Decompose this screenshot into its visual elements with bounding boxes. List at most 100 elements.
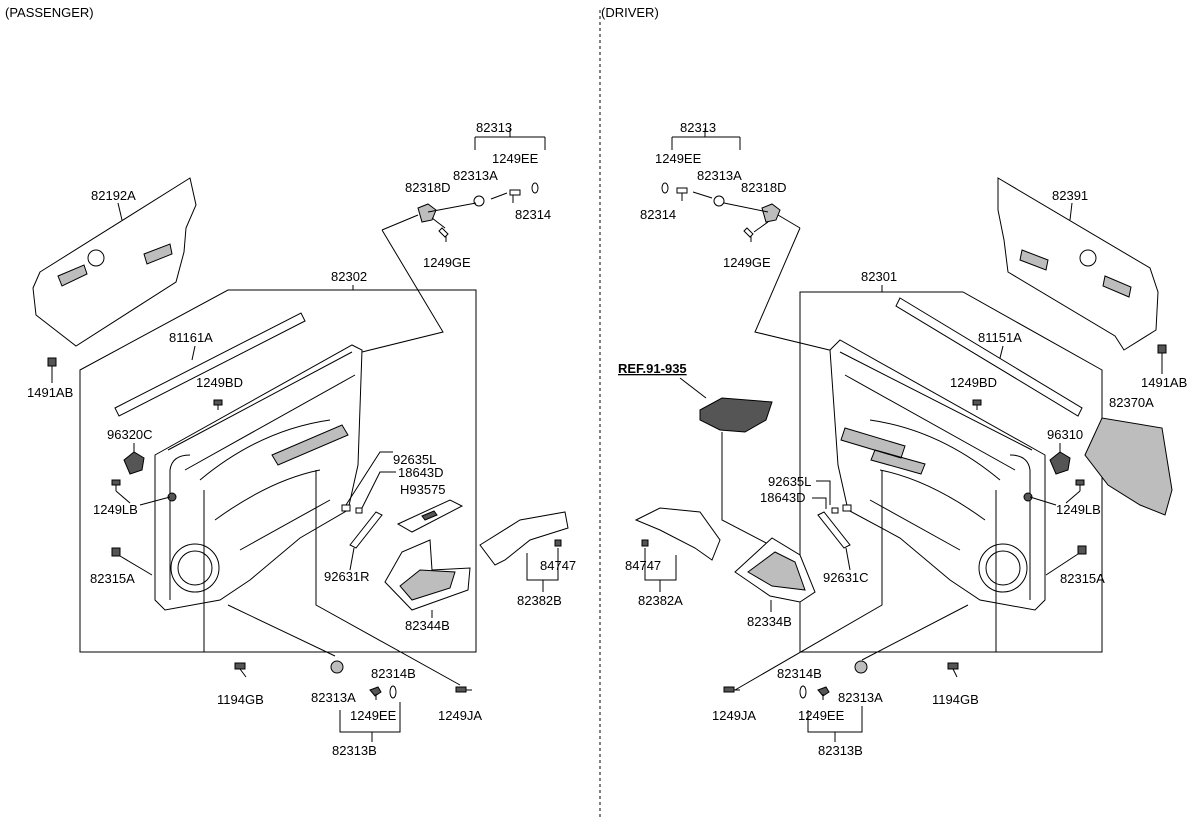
panel-82391-cutout-a <box>1019 249 1049 271</box>
door-trim-panel-82302 <box>154 344 363 611</box>
label-81151A: 81151A <box>978 330 1022 345</box>
bracket-82313-top-driver <box>671 128 741 150</box>
leader-1249LB <box>115 490 171 506</box>
label-96320C: 96320C <box>107 427 153 442</box>
lamp-lens-92631C <box>817 511 851 549</box>
label-1249EE-top-driver: 1249EE <box>655 151 702 166</box>
screw-1249LB <box>111 479 121 491</box>
label-81161A: 81161A <box>169 330 213 345</box>
clip-82314-top-driver <box>661 182 669 194</box>
grommet-82313A-top <box>473 195 485 207</box>
panel-82391 <box>997 177 1159 351</box>
panel-82391-cutout-b <box>1102 275 1132 298</box>
lamp-lens-92631R <box>349 511 383 549</box>
leader-92631C <box>845 547 851 571</box>
label-82318D-driver: 82318D <box>741 180 787 195</box>
door-trim-panel-details-driver <box>869 419 1001 551</box>
clip-84747 <box>554 539 562 547</box>
label-82301: 82301 <box>861 269 897 284</box>
bulb-socket-18643D-driver <box>831 504 852 514</box>
label-18643D-driver: 18643D <box>760 490 806 505</box>
screw-1249LB-driver <box>1075 479 1085 491</box>
label-92635L-driver: 92635L <box>768 474 811 489</box>
label-82313A-top-driver: 82313A <box>697 168 742 183</box>
label-REF-91-935: REF.91-935 <box>618 361 687 376</box>
leader-1249LB-driver <box>1029 490 1081 506</box>
screw-1249BD-driver <box>972 399 982 410</box>
armrest-cover-82382A <box>634 507 721 561</box>
speaker-96310 <box>1049 451 1071 475</box>
clip-82314-top <box>531 182 539 194</box>
label-96310: 96310 <box>1047 427 1083 442</box>
panel-82192A <box>32 177 197 347</box>
leader-REF-91-935 <box>679 377 707 399</box>
screw-1194GB-p <box>234 662 247 678</box>
panel-82391-hole <box>1079 249 1097 267</box>
leader-82315A <box>119 555 153 576</box>
label-1249BD-driver: 1249BD <box>950 375 997 390</box>
label-82344B: 82344B <box>405 618 450 633</box>
leader-81161A <box>191 345 196 361</box>
fastener-hole-panel <box>167 492 177 502</box>
fastener-hole-panel-driver <box>1023 492 1033 502</box>
leader-92635L-18643D-driver <box>812 480 831 509</box>
window-switch-button <box>421 510 438 521</box>
label-82382A: 82382A <box>638 593 683 608</box>
label-82382B: 82382B <box>517 593 562 608</box>
bracket-82382A <box>644 548 677 592</box>
label-82313-driver: 82313 <box>680 120 716 135</box>
switch-bezel-recess <box>399 569 456 601</box>
driver-side: 82313 1249EE 82313A 82318D 82314 1249GE … <box>618 120 1187 758</box>
weatherstrip-81161A <box>114 312 306 417</box>
clip-1491AB-driver <box>1157 344 1167 359</box>
grommet-82313A-bottom-driver <box>854 660 868 674</box>
label-82318D: 82318D <box>405 180 451 195</box>
label-1249EE-bottom-driver: 1249EE <box>798 708 845 723</box>
passenger-side: 82313 1249EE 82313A 82318D 82314 1249GE … <box>27 120 576 758</box>
door-trim-panel-contours-driver <box>839 351 1033 600</box>
bracket-82313-top <box>474 128 546 150</box>
label-82313A-bottom: 82313A <box>311 690 356 705</box>
clip-82314B <box>389 685 397 699</box>
label-82313A-top: 82313A <box>453 168 498 183</box>
grommet-82313A-top-driver <box>713 195 725 207</box>
label-1249EE-top: 1249EE <box>492 151 539 166</box>
label-1249EE-bottom: 1249EE <box>350 708 397 723</box>
label-1491AB: 1491AB <box>27 385 73 400</box>
label-1249LB: 1249LB <box>93 502 138 517</box>
label-92635L: 92635L <box>393 452 436 467</box>
speaker-grille-inner-driver <box>985 550 1021 586</box>
grommet-82318D <box>417 203 437 223</box>
screw-1194GB-driver <box>947 662 959 678</box>
label-82313B-driver: 82313B <box>818 743 863 758</box>
leader-panel-to-bottom-driver <box>734 470 997 691</box>
clip-82314B-driver <box>799 685 807 699</box>
leader-panel-to-bottom <box>203 470 461 686</box>
label-82192A: 82192A <box>91 188 136 203</box>
label-82314-top-driver: 82314 <box>640 207 676 222</box>
assembly-box-82302 <box>79 289 477 653</box>
bracket-82313B <box>339 702 401 742</box>
speaker-grille-inner <box>177 550 213 586</box>
leader-81151A <box>999 345 1004 359</box>
label-82302: 82302 <box>331 269 367 284</box>
weatherstrip-81151A <box>895 297 1083 417</box>
screw-1249EE-bottom <box>369 686 382 700</box>
label-82315A-driver: 82315A <box>1060 571 1105 586</box>
grommet-82313A-bottom <box>330 660 344 674</box>
label-92631C: 92631C <box>823 570 869 585</box>
leader-top-fasteners <box>427 192 508 229</box>
label-1249LB-driver: 1249LB <box>1056 502 1101 517</box>
door-trim-panel-contours <box>167 351 356 600</box>
label-82315A: 82315A <box>90 571 135 586</box>
label-H93575: H93575 <box>400 482 446 497</box>
screw-1249EE-bottom-driver <box>817 686 830 700</box>
section-title-passenger: (PASSENGER) <box>5 5 94 20</box>
switch-bezel-recess-driver <box>747 551 806 591</box>
label-82314B-driver: 82314B <box>777 666 822 681</box>
label-84747-driver: 84747 <box>625 558 661 573</box>
clip-82315A-driver <box>1077 545 1087 555</box>
leader-clip-to-panel <box>361 214 444 353</box>
